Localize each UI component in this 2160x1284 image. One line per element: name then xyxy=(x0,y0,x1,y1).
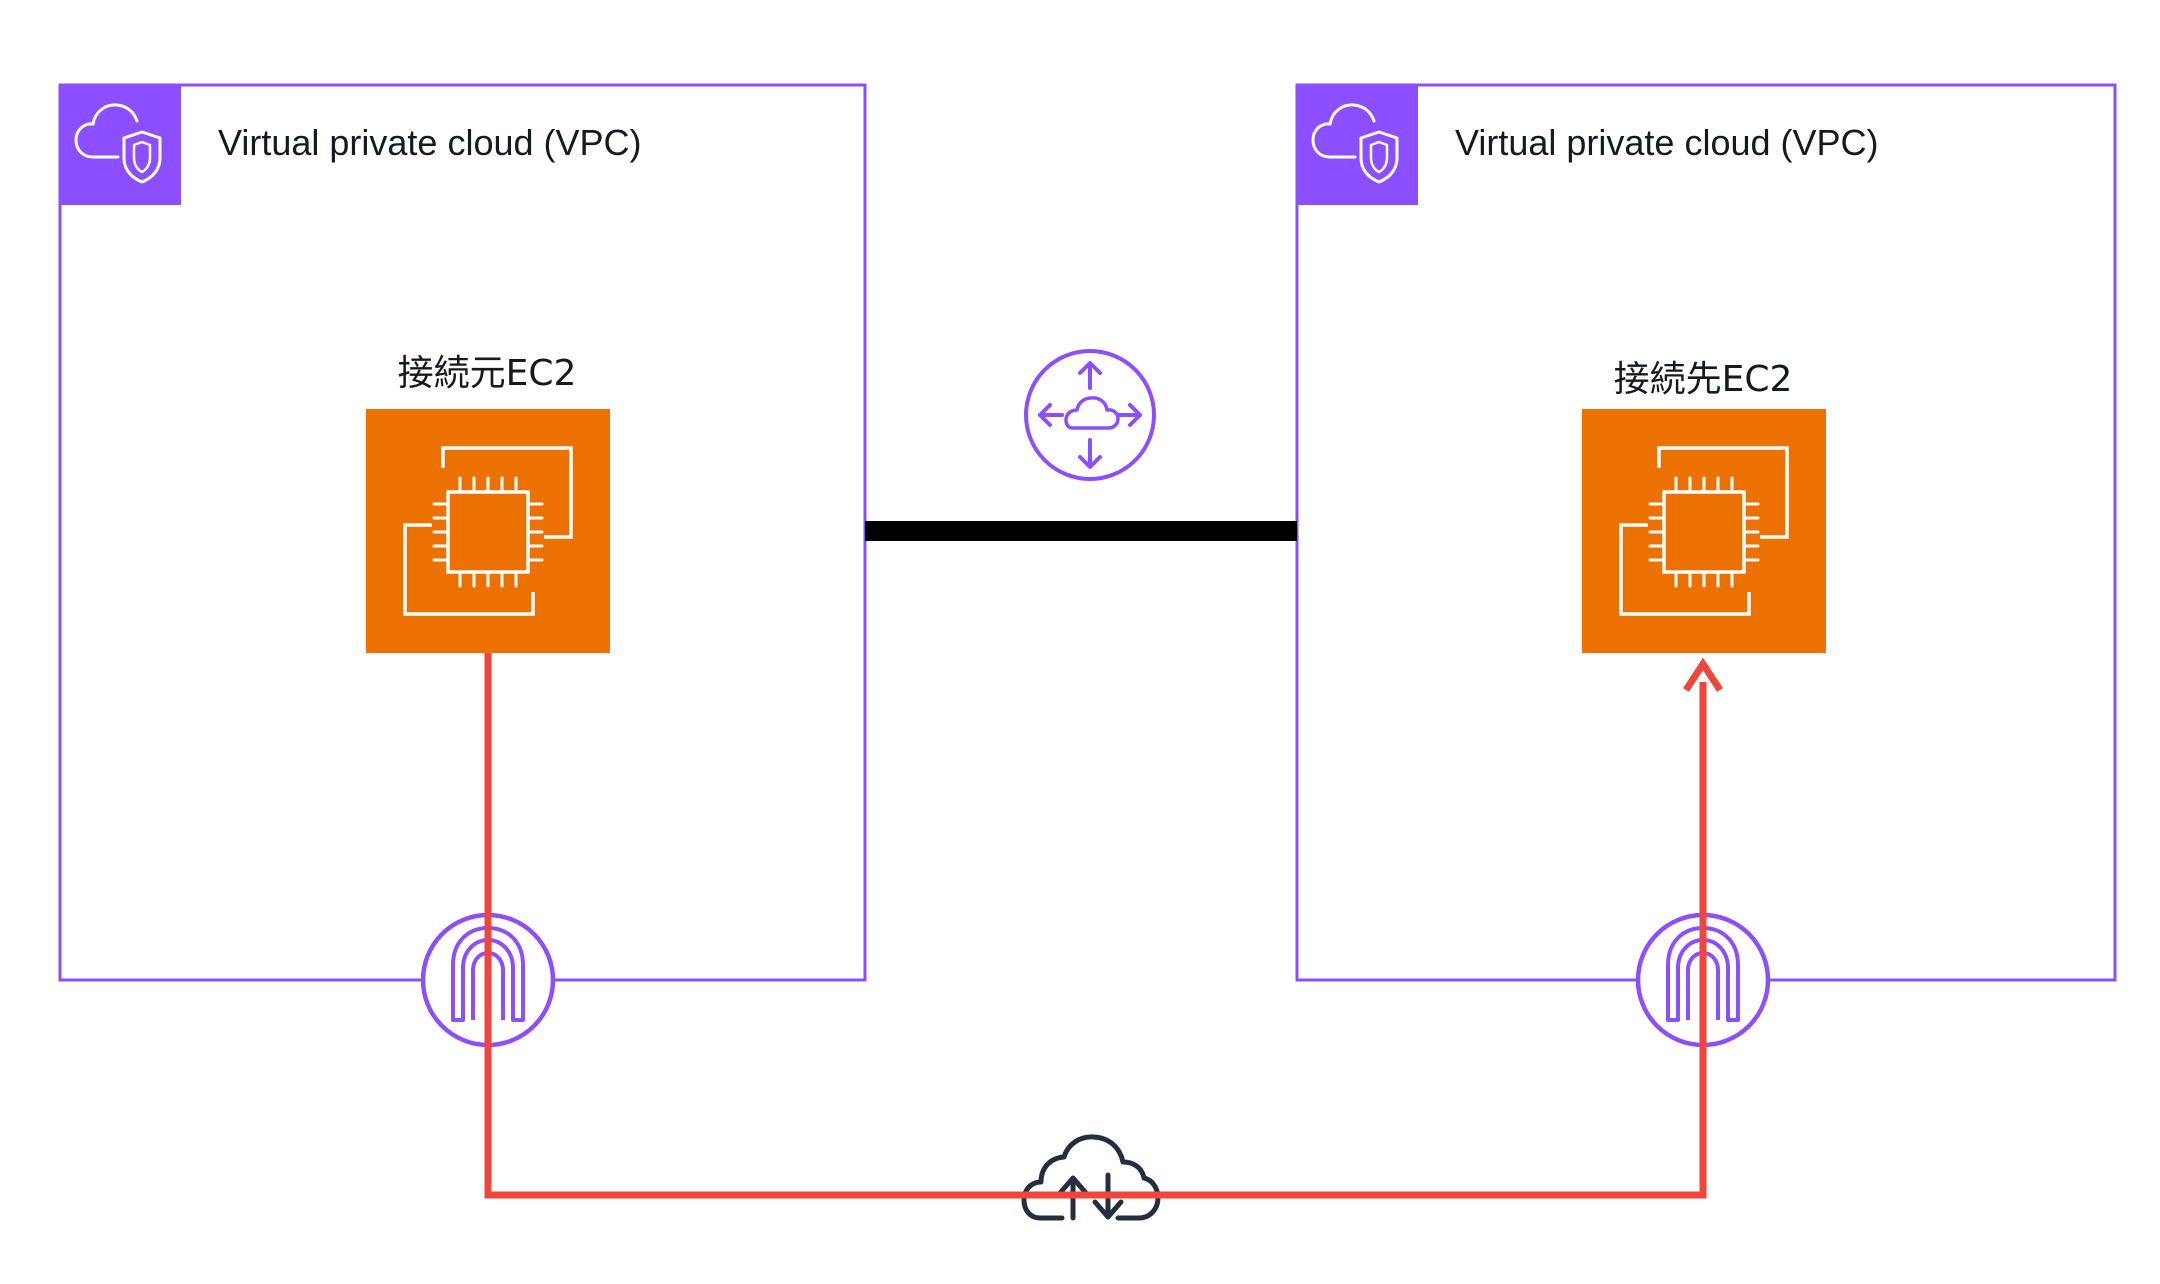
route-arrowhead xyxy=(1683,657,1723,692)
internet-cloud-upload-download-icon xyxy=(1021,1134,1161,1221)
ec2-instance-icon xyxy=(1582,409,1826,653)
vpc-right-title: Virtual private cloud (VPC) xyxy=(1455,122,1879,163)
vpc-cloud-shield-icon xyxy=(60,85,181,205)
vpc-left-title: Virtual private cloud (VPC) xyxy=(218,122,642,163)
vpc-peering-router-icon xyxy=(1024,349,1156,481)
ec2-source-label: 接続元EC2 xyxy=(398,353,577,394)
ec2-destination: 接続先EC2 xyxy=(1582,359,1826,653)
ec2-instance-icon xyxy=(366,409,610,653)
vpc-cloud-shield-icon xyxy=(1297,85,1418,205)
vpc-peering-line xyxy=(865,521,1297,541)
vpc-left: Virtual private cloud (VPC) xyxy=(58,83,867,982)
ec2-source: 接続元EC2 xyxy=(366,353,610,653)
ec2-destination-label: 接続先EC2 xyxy=(1614,359,1793,400)
